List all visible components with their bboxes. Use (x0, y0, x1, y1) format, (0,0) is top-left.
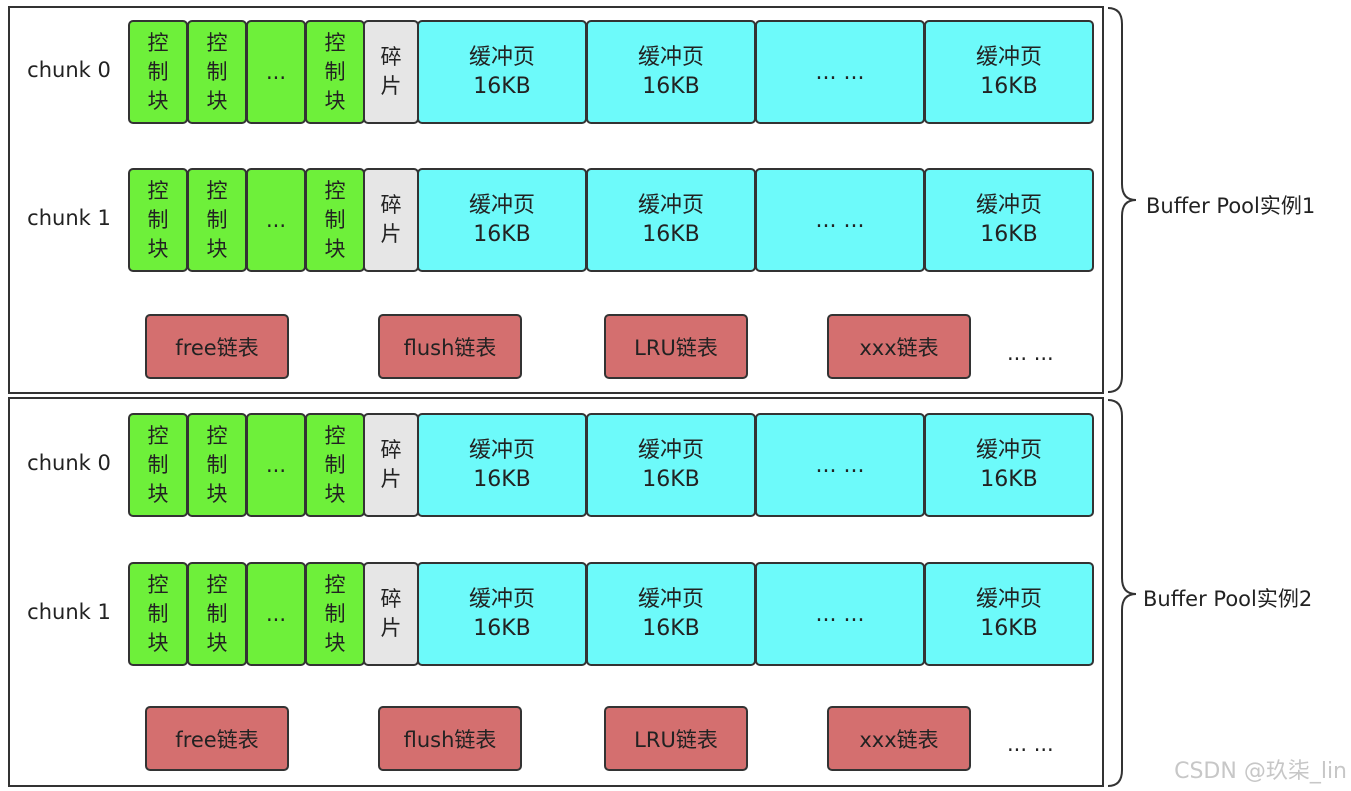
free-list: free链表 (145, 314, 289, 379)
control-block: 控制块 (187, 20, 247, 124)
control-block-ellipsis: ... (246, 20, 306, 124)
control-block: 控制块 (305, 562, 365, 666)
chunk-label: chunk 1 (27, 600, 111, 624)
control-block: 控制块 (187, 168, 247, 272)
buffer-pool-label: Buffer Pool实例2 (1143, 587, 1313, 611)
control-block: 控制块 (128, 562, 188, 666)
free-list: free链表 (145, 706, 289, 771)
buffer-page-ellipsis: ... ... (755, 562, 925, 666)
brace-icon (1107, 399, 1137, 787)
control-block: 控制块 (305, 168, 365, 272)
control-block-ellipsis: ... (246, 413, 306, 517)
lru-list: LRU链表 (604, 706, 748, 771)
control-block: 控制块 (187, 413, 247, 517)
fragment-block: 碎片 (363, 562, 419, 666)
buffer-page-ellipsis: ... ... (755, 168, 925, 272)
chunk-label: chunk 0 (27, 451, 111, 475)
xxx-list: xxx链表 (827, 706, 971, 771)
control-block: 控制块 (187, 562, 247, 666)
lists-ellipsis: ... ... (1007, 732, 1054, 756)
control-block: 控制块 (305, 20, 365, 124)
chunk-label: chunk 0 (27, 58, 111, 82)
control-block: 控制块 (128, 413, 188, 517)
control-block-ellipsis: ... (246, 562, 306, 666)
chunk-label: chunk 1 (27, 206, 111, 230)
control-block: 控制块 (128, 168, 188, 272)
fragment-block: 碎片 (363, 20, 419, 124)
lru-list: LRU链表 (604, 314, 748, 379)
buffer-page-ellipsis: ... ... (755, 413, 925, 517)
watermark: CSDN @玖柒_lin (1174, 759, 1347, 784)
fragment-block: 碎片 (363, 168, 419, 272)
flush-list: flush链表 (378, 314, 522, 379)
control-block: 控制块 (305, 413, 365, 517)
control-block: 控制块 (128, 20, 188, 124)
buffer-pool-label: Buffer Pool实例1 (1146, 194, 1316, 218)
brace-icon (1107, 7, 1137, 393)
lists-ellipsis: ... ... (1007, 341, 1054, 365)
flush-list: flush链表 (378, 706, 522, 771)
control-block-ellipsis: ... (246, 168, 306, 272)
buffer-page-ellipsis: ... ... (755, 20, 925, 124)
xxx-list: xxx链表 (827, 314, 971, 379)
fragment-block: 碎片 (363, 413, 419, 517)
